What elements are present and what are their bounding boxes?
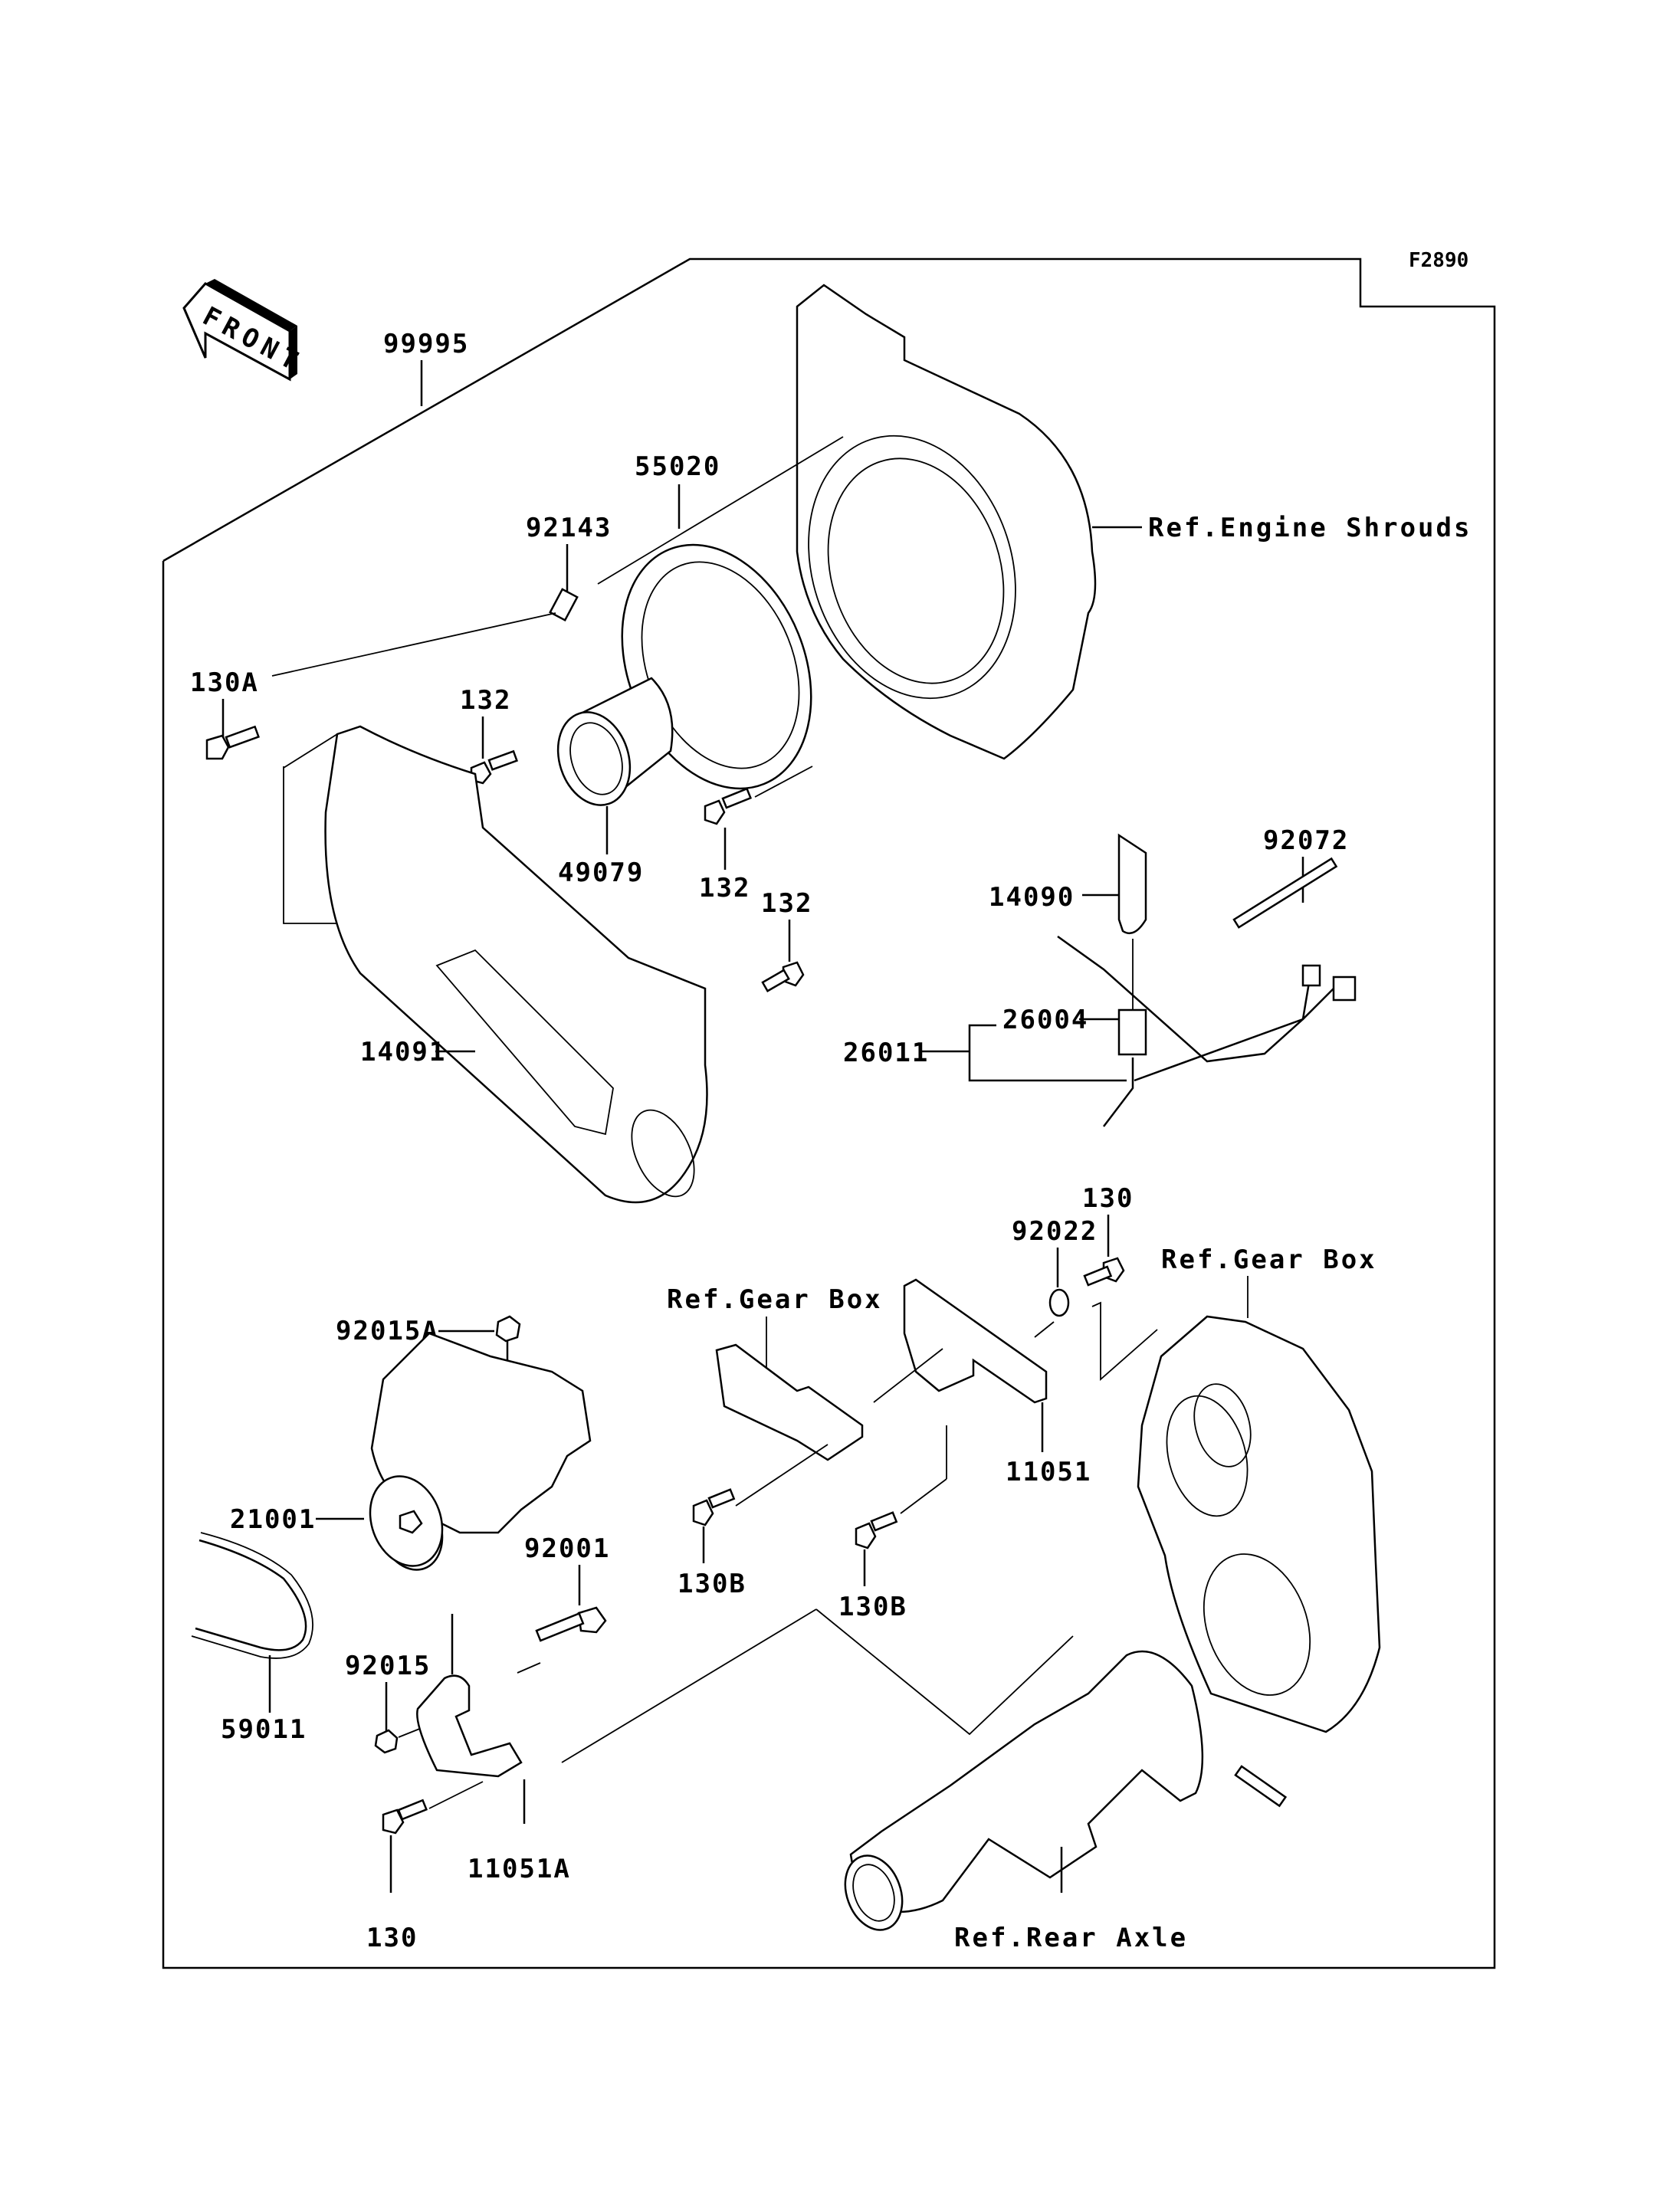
- collar: [549, 588, 579, 621]
- bolt-132-lower: [704, 787, 753, 825]
- gearbox-bracket-left: [715, 1343, 864, 1461]
- label-130-lower: 130: [366, 1923, 418, 1953]
- nut-92015: [374, 1729, 399, 1754]
- assembly-line-92015: [398, 1727, 422, 1738]
- alternator: [369, 1332, 592, 1571]
- label-130a: 130A: [190, 667, 259, 698]
- label-130b-left: 130B: [678, 1569, 746, 1599]
- label-11051a: 11051A: [468, 1854, 571, 1884]
- assembly-line-rear-axle: [815, 1608, 1074, 1736]
- assembly-bracket-14091: [283, 766, 337, 924]
- bolt-130b-left: [692, 1488, 736, 1526]
- label-132-upper: 132: [460, 685, 511, 716]
- assembly-line-132-lower: [754, 766, 813, 798]
- label-26004: 26004: [1002, 1005, 1088, 1035]
- engine-shroud: [796, 284, 1097, 760]
- assembly-line-130-lower: [428, 1781, 484, 1809]
- label-59011: 59011: [221, 1714, 307, 1745]
- label-49079: 49079: [558, 857, 644, 888]
- label-132-lower: 132: [699, 873, 750, 903]
- bolt-130-upper: [1083, 1257, 1125, 1287]
- belt-cover: [324, 725, 708, 1204]
- ref-gear-box-left: Ref.Gear Box: [667, 1284, 883, 1315]
- label-92015: 92015: [345, 1651, 431, 1681]
- assembly-line-gear-box: [1091, 1301, 1158, 1381]
- label-55020: 55020: [635, 451, 720, 482]
- washer-92022: [1048, 1288, 1070, 1317]
- v-belt: [191, 1532, 313, 1659]
- label-92001: 92001: [524, 1533, 610, 1564]
- gear-box-housing: [1137, 1315, 1381, 1733]
- assembly-line-92143: [271, 612, 556, 677]
- front-arrow-icon: FRONT: [182, 279, 308, 382]
- assembly-line-92022: [1034, 1321, 1055, 1338]
- bolt-132-upper: [470, 749, 518, 785]
- bolt-130a: [205, 725, 260, 760]
- wiring-harness: [1057, 935, 1357, 1127]
- bolt-130-lower: [382, 1799, 428, 1835]
- duct-sleeve: [556, 677, 674, 806]
- label-99995: 99995: [383, 329, 469, 359]
- nut-92015a: [495, 1315, 521, 1343]
- assembly-line-11051: [873, 1348, 943, 1403]
- label-14091: 14091: [360, 1037, 446, 1067]
- bracket-11051: [903, 1278, 1048, 1404]
- figure-code: F2890: [1409, 249, 1468, 272]
- label-21001: 21001: [230, 1504, 316, 1535]
- assembly-line-92001: [517, 1662, 541, 1674]
- kit-border: [162, 257, 1496, 1969]
- assembly-line-14091-top: [283, 733, 338, 769]
- assembly-line-130b-left: [735, 1444, 829, 1507]
- label-132-cover: 132: [761, 888, 812, 919]
- label-92143: 92143: [526, 513, 612, 543]
- label-92022: 92022: [1012, 1216, 1098, 1247]
- assembly-line-11051a: [561, 1608, 817, 1763]
- bolt-132-cover: [761, 961, 805, 992]
- label-130b-right: 130B: [838, 1592, 907, 1622]
- label-26011: 26011: [843, 1038, 929, 1068]
- bracket-26011: [968, 1024, 1127, 1082]
- label-92072: 92072: [1263, 825, 1349, 856]
- label-11051: 11051: [1006, 1457, 1091, 1487]
- bolt-130b-right: [855, 1511, 898, 1549]
- label-14090: 14090: [989, 882, 1075, 913]
- connector-boot: [1117, 833, 1147, 935]
- ref-gear-box-right: Ref.Gear Box: [1161, 1244, 1377, 1275]
- alternator-bracket: [416, 1674, 523, 1778]
- bolt-92001: [535, 1606, 607, 1642]
- assembly-line-130b-right: [900, 1478, 947, 1514]
- cable-tie: [1232, 857, 1338, 929]
- assembly-line-55020: [597, 436, 844, 585]
- ref-rear-axle: Ref.Rear Axle: [954, 1923, 1188, 1953]
- rear-axle-housing: [844, 1650, 1288, 1931]
- ref-engine-shrouds: Ref.Engine Shrouds: [1148, 513, 1472, 543]
- label-130-upper: 130: [1082, 1183, 1134, 1214]
